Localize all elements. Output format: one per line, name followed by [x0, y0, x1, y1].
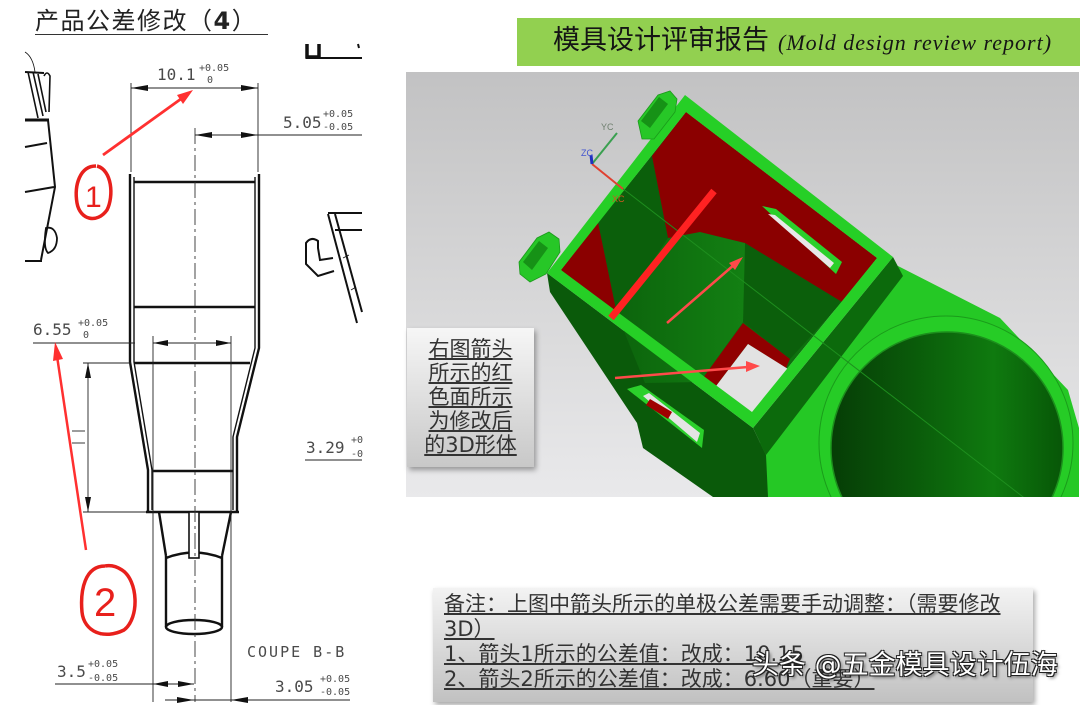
report-banner: 模具设计评审报告 (Mold design review report) — [517, 18, 1080, 66]
axis-label-x: XC — [612, 194, 625, 204]
svg-text:0: 0 — [83, 330, 89, 341]
svg-text:10.1: 10.1 — [157, 65, 196, 84]
annotation-marker-2: 2 — [79, 563, 137, 636]
svg-text:-0: -0 — [351, 449, 363, 460]
svg-text:0: 0 — [207, 75, 213, 86]
banner-title-cn: 模具设计评审报告 — [553, 25, 769, 56]
callout-line: 色面所示 — [428, 385, 513, 409]
svg-text:+0.05: +0.05 — [320, 674, 350, 685]
window-opening — [713, 344, 788, 414]
svg-text:2: 2 — [94, 581, 116, 625]
svg-text:+0: +0 — [351, 435, 363, 446]
partition-face — [598, 156, 668, 314]
tab-left — [518, 231, 561, 283]
box-rim — [547, 95, 893, 428]
callout-line: 所示的红 — [428, 361, 513, 385]
tube-inner — [830, 331, 1064, 497]
svg-text:+0.05: +0.05 — [199, 63, 229, 74]
svg-text:5.05: 5.05 — [283, 113, 322, 132]
modified-face-left — [561, 222, 617, 319]
axis-label-z: ZC — [581, 148, 593, 158]
dimension-3-5: 3.5 +0.05 -0.05 — [57, 659, 118, 684]
box-right-face — [753, 257, 903, 455]
svg-text:-0.05: -0.05 — [88, 673, 118, 684]
callout-line: 的3D形体 — [424, 433, 517, 457]
remarks-box: 备注：上图中箭头所示的单极公差需要手动调整：（需要修改 3D） 1、箭头1所示的… — [433, 588, 1033, 702]
svg-text:3.29: 3.29 — [306, 438, 345, 457]
remark-line: 1、箭头1所示的公差值：改成：10.15 — [444, 642, 804, 666]
datum-line — [621, 187, 1024, 497]
callout-line: 为修改后 — [428, 409, 513, 433]
annotation-arrow-1 — [102, 90, 193, 157]
remark-line: 备注：上图中箭头所示的单极公差需要手动调整：（需要修改 — [444, 592, 1001, 616]
page-title-number: 4 — [213, 7, 232, 35]
svg-text:+0.05: +0.05 — [323, 109, 353, 120]
page-title-text: 产品公差修改（ — [35, 7, 214, 35]
modified-face-lower — [700, 323, 790, 390]
model-arrow-1 — [666, 257, 743, 324]
callout-line: 右图箭头 — [428, 337, 513, 361]
dimension-3-29: 3.29 +0 -0 — [306, 435, 363, 460]
svg-text:+0.05: +0.05 — [88, 659, 118, 670]
annotation-marker-1: 1 — [74, 164, 113, 221]
page-title: 产品公差修改（4） — [35, 7, 269, 35]
banner-title-en: (Mold design review report) — [778, 30, 1053, 55]
model-render: YC ZC XC — [518, 90, 1079, 497]
dimension-5-05: 5.05 +0.05 -0.05 — [283, 109, 353, 133]
page-title-close: ） — [231, 7, 258, 35]
svg-text:-0.05: -0.05 — [320, 687, 350, 698]
watermark: 头条 @五金模具设计伍海 — [752, 650, 1058, 681]
annotation-arrow-2 — [53, 342, 88, 551]
section-outline — [128, 174, 261, 636]
dimension-arrowheads — [85, 85, 258, 703]
front-slot-red-face — [646, 399, 672, 419]
back-slot-opening — [768, 214, 834, 268]
remark-line: 3D） — [444, 617, 495, 641]
model-callout: 右图箭头 所示的红 色面所示 为修改后 的3D形体 — [407, 328, 534, 467]
svg-text:3.5: 3.5 — [57, 662, 86, 681]
dimension-10-1: 10.1 +0.05 0 — [157, 63, 229, 86]
svg-text:-0.05: -0.05 — [323, 122, 353, 133]
technical-drawing: 10.1 +0.05 0 5.05 +0.05 -0.05 6.55 +0.05… — [24, 43, 363, 703]
highlight-edge — [608, 188, 717, 321]
dimension-6-55: 6.55 +0.05 0 — [33, 318, 108, 341]
remark-line: 2、箭头2所示的公差值：改成：6.60（重要） — [444, 667, 875, 691]
svg-text:6.55: 6.55 — [33, 320, 72, 339]
box-front-face — [547, 273, 768, 497]
model-arrow-2 — [614, 361, 760, 380]
axis-label-y: YC — [601, 122, 614, 132]
section-label: COUPE B-B — [247, 643, 346, 661]
tab-top — [637, 90, 678, 140]
svg-text:1: 1 — [85, 181, 102, 214]
dimension-3-05: 3.05 +0.05 -0.05 — [275, 674, 350, 698]
partial-view-left — [24, 51, 58, 262]
coordinate-axes-icon: YC ZC XC — [581, 122, 625, 204]
interior-lower-wall — [743, 243, 842, 359]
svg-text:3.05: 3.05 — [275, 677, 314, 696]
partial-view-right — [305, 43, 363, 324]
svg-text:+0.05: +0.05 — [78, 318, 108, 329]
